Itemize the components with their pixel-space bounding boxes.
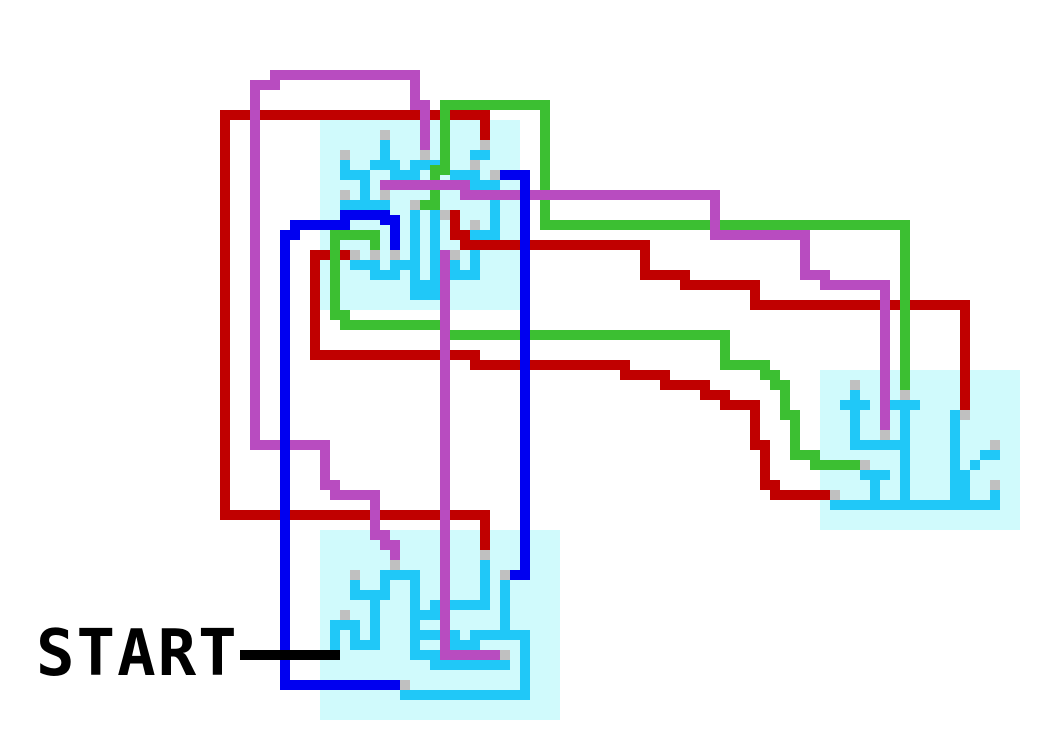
wire-blue: [280, 210, 410, 690]
connector-pad: [380, 190, 390, 200]
circuit-segment: [350, 640, 380, 650]
circuit-segment: [450, 170, 480, 180]
wire-blue: [490, 170, 530, 580]
wire-red: [450, 210, 970, 410]
circuit-segment: [950, 410, 960, 500]
circuit-segment: [380, 570, 420, 580]
connector-pad: [880, 430, 890, 440]
circuit-segment: [970, 460, 980, 470]
circuit-segment: [450, 270, 480, 280]
connector-pad: [450, 250, 460, 260]
wire-red: [220, 110, 490, 550]
connector-pad: [410, 200, 420, 210]
connector-pad: [990, 480, 1000, 490]
circuit-segment: [370, 270, 400, 280]
circuit-segment: [370, 600, 380, 650]
circuit-segment: [470, 150, 490, 160]
circuit-segment: [990, 490, 1000, 500]
connector-pad: [420, 150, 430, 160]
connector-pad: [900, 390, 910, 400]
connector-pad: [960, 410, 970, 420]
circuit-segment: [380, 570, 390, 600]
circuit-segment: [390, 260, 410, 270]
circuit-segment: [430, 600, 490, 610]
circuit-segment: [900, 410, 910, 500]
circuit-segment: [470, 240, 480, 280]
wire-green: [330, 230, 865, 470]
start-line: [240, 650, 340, 660]
circuit-segment: [390, 170, 420, 180]
circuit-segment: [960, 480, 970, 500]
circuit-segment: [340, 200, 390, 210]
connector-pad: [350, 250, 360, 260]
circuit-segment: [350, 590, 390, 600]
wire-purple: [250, 70, 430, 560]
connector-pad: [340, 190, 350, 200]
connector-pad: [990, 440, 1000, 450]
connector-pad: [340, 150, 350, 160]
circuit-segment: [520, 630, 530, 700]
circuit-segment: [410, 570, 420, 660]
circuit-segment: [490, 190, 500, 240]
circuit-segment: [430, 660, 510, 670]
circuit-segment: [850, 440, 900, 450]
circuit-segment: [890, 400, 920, 410]
circuit-segment: [340, 170, 370, 180]
circuit-segment: [480, 560, 490, 610]
connector-pad: [350, 570, 360, 580]
connector-pad: [380, 130, 390, 140]
connector-pad: [390, 560, 400, 570]
circuit-segment: [850, 390, 860, 450]
connector-pad: [480, 550, 490, 560]
circuit-segment: [470, 230, 500, 240]
connector-pad: [440, 210, 450, 220]
circuit-segment: [330, 620, 340, 650]
circuit-segment: [410, 650, 440, 660]
circuit-segment: [500, 580, 510, 640]
connector-pad: [490, 170, 500, 180]
circuit-segment: [990, 450, 1000, 460]
connector-pad: [830, 490, 840, 500]
circuit-segment: [370, 160, 400, 170]
connector-pad: [860, 460, 870, 470]
circuit-segment: [380, 140, 390, 170]
circuit-segment: [830, 500, 1000, 510]
circuit-segment: [350, 620, 360, 650]
connector-pad: [500, 570, 510, 580]
circuit-segment: [450, 640, 480, 650]
start-label: START: [36, 617, 239, 691]
circuit-segment: [980, 450, 990, 460]
connector-pad: [400, 680, 410, 690]
connector-pad: [470, 220, 480, 230]
circuit-segment: [870, 470, 880, 500]
connector-pad: [500, 650, 510, 660]
connector-pad: [470, 160, 480, 170]
connector-pad: [390, 250, 400, 260]
circuit-segment: [340, 160, 350, 180]
connector-pad: [370, 250, 380, 260]
circuit-segment: [420, 610, 440, 620]
circuit-segment: [470, 180, 500, 190]
wire-purple: [440, 250, 505, 660]
circuit-segment: [330, 620, 360, 630]
circuit-segment: [960, 470, 970, 480]
circuit-segment: [350, 260, 380, 270]
connector-pad: [480, 140, 490, 150]
wire-green: [415, 100, 910, 400]
circuit-segment: [360, 180, 370, 210]
wire-red: [310, 250, 835, 500]
circuit-segment: [410, 210, 420, 300]
circuit-segment: [400, 690, 530, 700]
connector-pad: [340, 610, 350, 620]
connector-pad: [850, 380, 860, 390]
wire-purple: [380, 180, 890, 435]
circuit-segment: [430, 210, 440, 290]
